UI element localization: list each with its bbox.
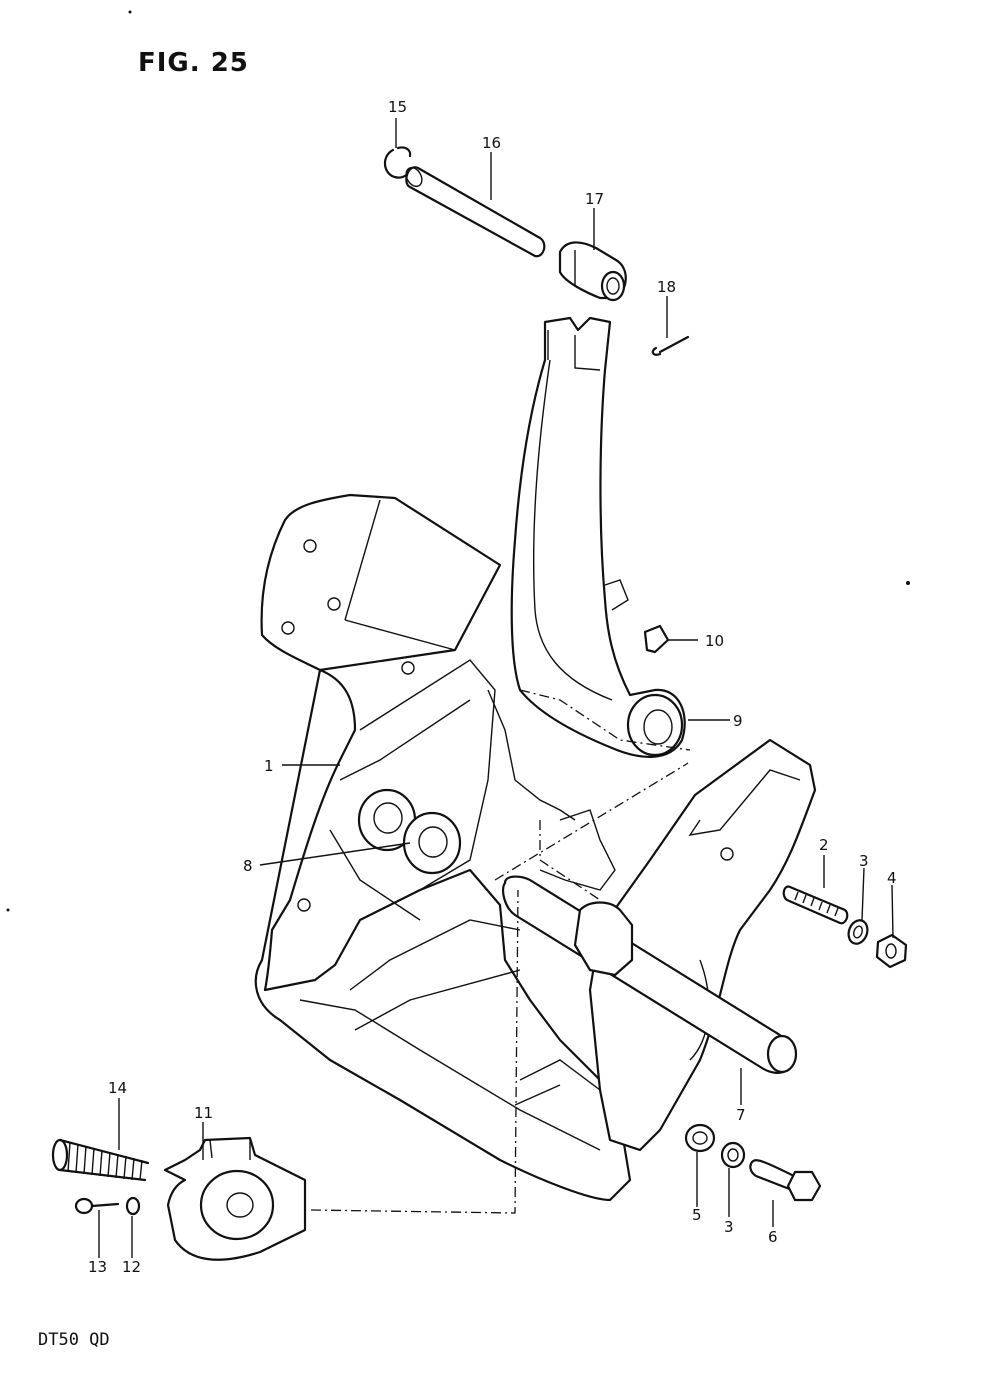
callout-2: 2 (819, 836, 829, 854)
part-5-washer (684, 1123, 716, 1153)
reference-lines (310, 689, 691, 1214)
part-16-pin (405, 166, 546, 258)
callout-14: 14 (108, 1079, 127, 1097)
callout-11: 11 (194, 1104, 213, 1122)
callout-6: 6 (768, 1228, 778, 1246)
part-1-clamp-bracket (254, 493, 632, 1202)
callout-labels: 15 16 17 18 10 9 1 8 2 3 4 7 5 3 6 14 11… (88, 98, 897, 1276)
part-18-cotter-pin (651, 335, 690, 356)
callout-5: 5 (692, 1206, 702, 1224)
part-6-bolt (749, 1159, 822, 1202)
part-4-nut (875, 933, 908, 969)
part-3-washer-upper (847, 919, 869, 945)
callout-16: 16 (482, 134, 501, 152)
leader-lines (98, 118, 894, 1258)
part-3-washer-lower (720, 1141, 746, 1169)
callout-15: 15 (388, 98, 407, 116)
part-8-bushings (357, 788, 462, 875)
callout-12: 12 (122, 1258, 141, 1276)
callout-1: 1 (264, 757, 274, 775)
callout-8: 8 (243, 857, 253, 875)
callout-7: 7 (736, 1106, 746, 1124)
part-17-bushing (558, 241, 627, 302)
callout-4: 4 (887, 869, 897, 887)
part-14-spring (51, 1138, 150, 1182)
model-code: DT50 QD (38, 1330, 110, 1350)
callout-3-upper: 3 (859, 852, 869, 870)
part-9-lever (510, 316, 686, 758)
part-7-tilt-shaft (501, 738, 817, 1152)
callout-3-lower: 3 (724, 1218, 734, 1236)
callout-9: 9 (733, 712, 743, 730)
figure-title: FIG. 25 (138, 48, 249, 78)
part-12-washer (125, 1196, 141, 1216)
part-11-stopper (163, 1136, 307, 1261)
part-2-bolt (782, 885, 849, 925)
callout-13: 13 (88, 1258, 107, 1276)
callout-17: 17 (585, 190, 604, 208)
callout-18: 18 (657, 278, 676, 296)
callout-10: 10 (705, 632, 724, 650)
part-13-screw (74, 1197, 120, 1215)
part-10-grease-nipple (643, 624, 698, 654)
